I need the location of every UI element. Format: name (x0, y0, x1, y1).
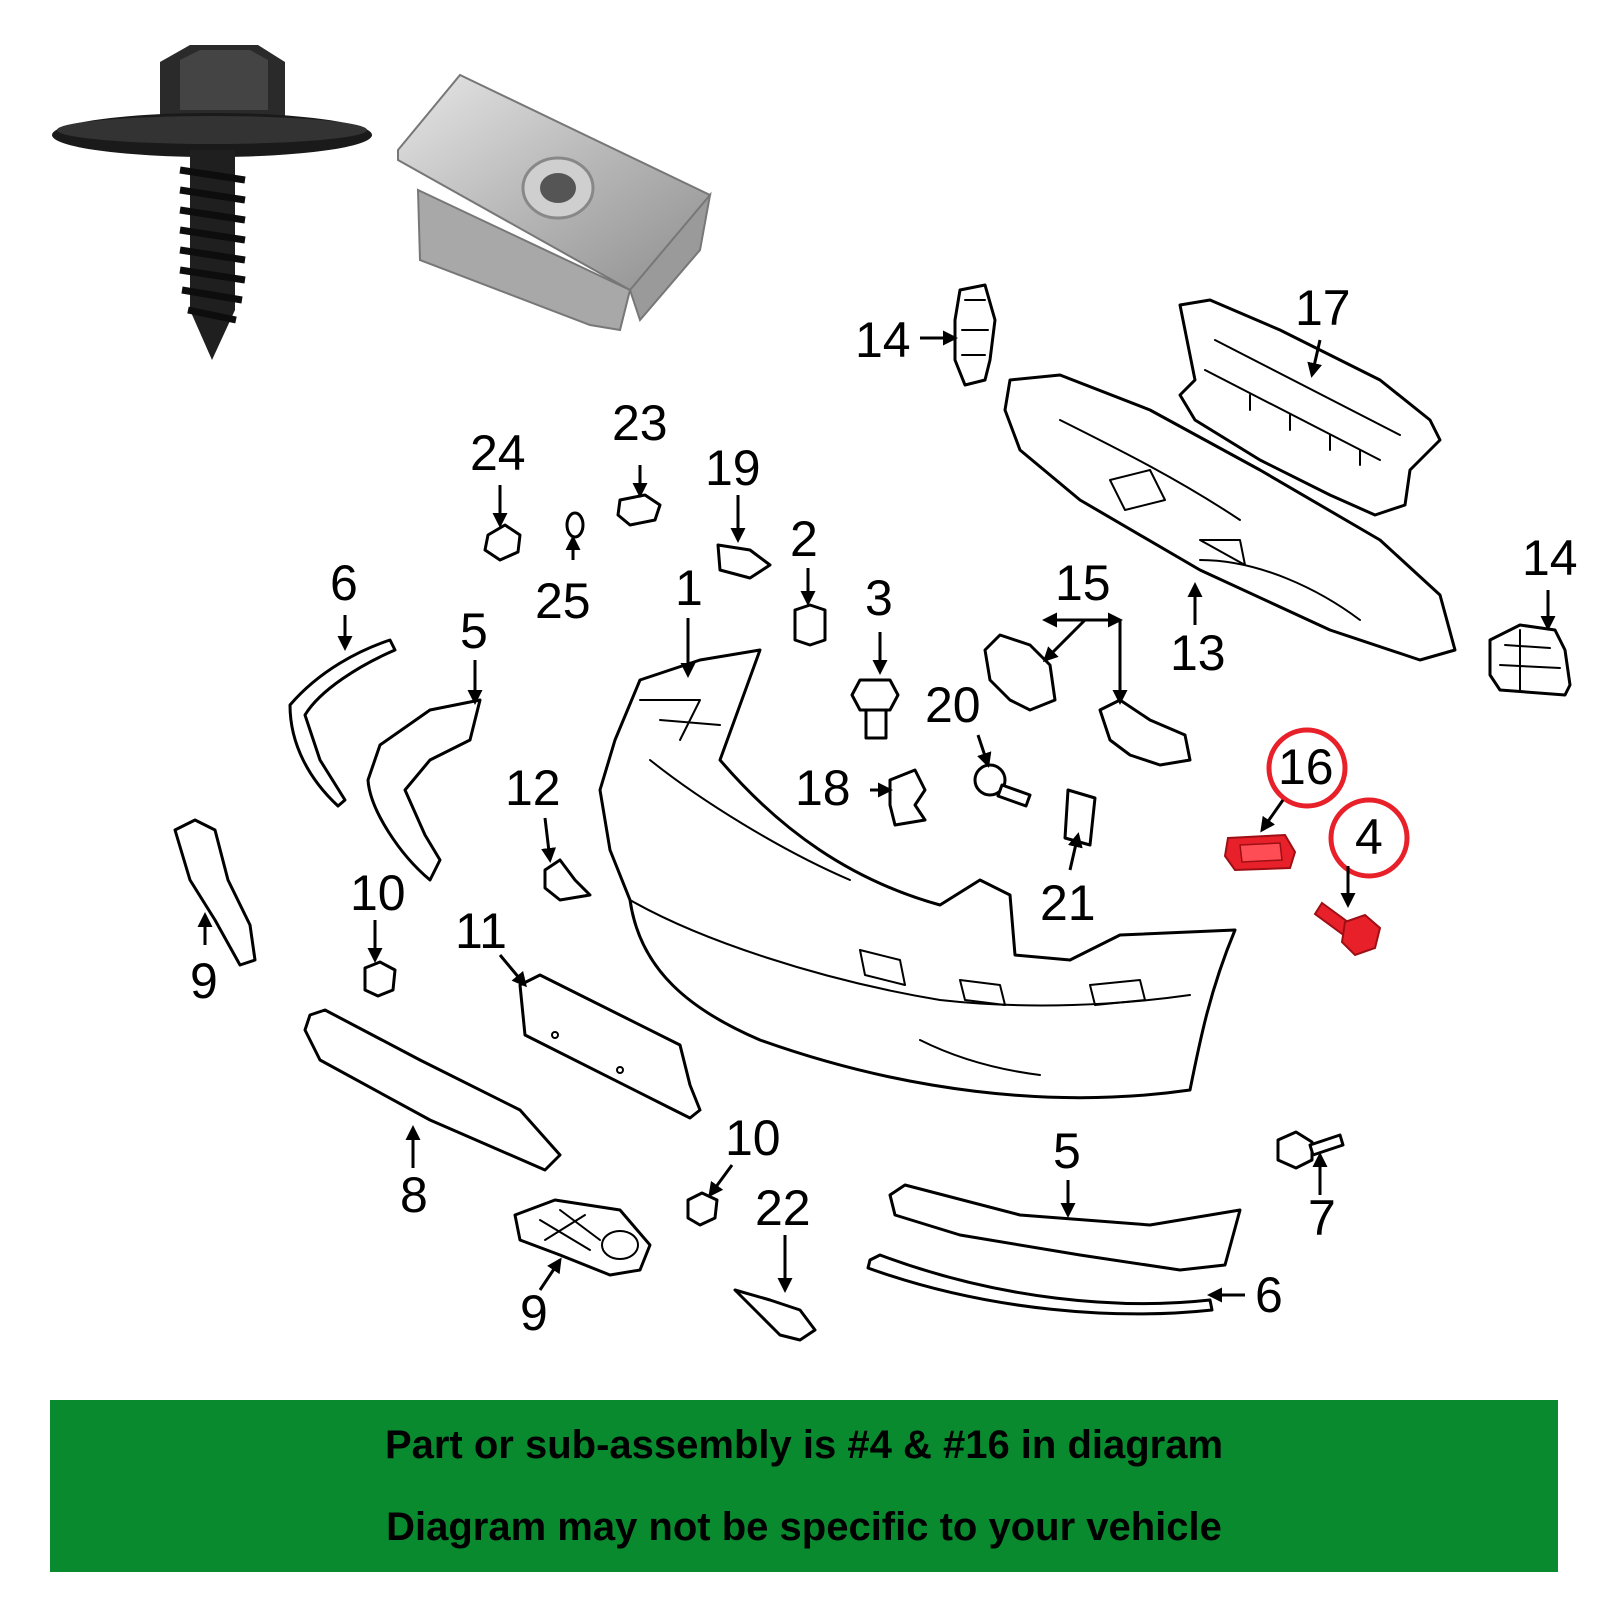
callout-10-bottom: 10 (725, 1110, 781, 1166)
bumper-cover-part (598, 648, 1237, 1100)
callout-6-bottom: 6 (1255, 1267, 1283, 1323)
bumper-bracket-part (983, 633, 1192, 767)
side-bracket-upper-part (953, 283, 997, 387)
trim-strip-right-part (866, 1183, 1242, 1316)
callout-11: 11 (455, 903, 507, 959)
trim-strip-left-part (173, 638, 562, 1172)
highlighted-part-4 (1313, 901, 1382, 957)
license-plate-bracket-part (518, 973, 702, 1120)
banner-disclaimer-line: Diagram may not be specific to your vehi… (386, 1505, 1222, 1549)
upper-reinforcement-part (1178, 298, 1442, 517)
callout-25: 25 (535, 573, 591, 629)
callout-2: 2 (790, 511, 818, 567)
highlighted-part-16 (1223, 833, 1297, 872)
callout-9-bottom: 9 (520, 1285, 548, 1341)
callout-17: 17 (1295, 280, 1351, 336)
callout-23: 23 (612, 395, 668, 451)
callout-18: 18 (795, 760, 851, 816)
callout-5-bottom: 5 (1053, 1123, 1081, 1179)
leader-arrows (197, 330, 1556, 1303)
callout-21: 21 (1040, 875, 1096, 931)
callout-6-left: 6 (330, 555, 358, 611)
nut-part (363, 960, 817, 1342)
callout-10-left: 10 (350, 865, 406, 921)
callout-14-right: 14 (1522, 530, 1578, 586)
callout-13: 13 (1170, 625, 1226, 681)
u-nut-clip-photo (397, 73, 712, 332)
callout-labels: 14 17 14 13 15 24 23 19 25 2 3 1 6 5 12 … (190, 280, 1578, 1341)
callout-1: 1 (675, 560, 703, 616)
bracket-small-part (543, 768, 1097, 902)
callout-4: 4 (1355, 809, 1383, 865)
callout-24: 24 (470, 425, 526, 481)
side-bracket-right-part (1488, 623, 1572, 697)
callout-5-left: 5 (460, 603, 488, 659)
callout-14-upper: 14 (855, 312, 911, 368)
callout-3: 3 (865, 570, 893, 626)
impact-absorber-part (1003, 373, 1457, 662)
info-banner: Part or sub-assembly is #4 & #16 in diag… (50, 1400, 1558, 1572)
callout-16: 16 (1278, 739, 1334, 795)
fog-grille-part (513, 1198, 652, 1277)
callout-20: 20 (925, 677, 981, 733)
flange-screw-photo (52, 45, 372, 360)
highlight-circle-4 (1328, 797, 1410, 879)
bolt-part (850, 678, 1345, 1170)
callout-19: 19 (705, 440, 761, 496)
highlight-circle-16 (1266, 727, 1348, 809)
callout-7: 7 (1308, 1190, 1336, 1246)
callout-22: 22 (755, 1180, 811, 1236)
callout-9-left: 9 (190, 953, 218, 1009)
retainer-clip-part (483, 493, 827, 647)
banner-part-line: Part or sub-assembly is #4 & #16 in diag… (384, 1423, 1224, 1467)
callout-12: 12 (505, 760, 561, 816)
callout-15: 15 (1055, 555, 1111, 611)
callout-8: 8 (400, 1167, 428, 1223)
